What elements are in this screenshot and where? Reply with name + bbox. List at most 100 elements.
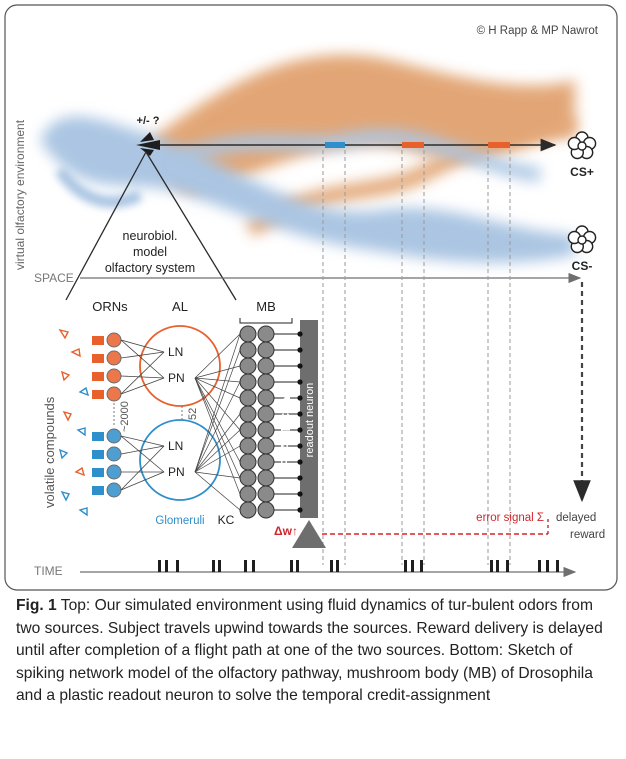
model-label-line-1: neurobiol. [123,229,178,243]
al-label: AL [172,299,188,314]
delayed-reward-label-1: delayed [556,512,596,524]
kc-neuron [257,389,275,407]
kc-neuron [257,485,275,503]
model-label-line-2: model [133,245,167,259]
kc-neuron [239,373,257,391]
cs-plus-flower-icon [567,131,597,160]
kc-neuron [257,373,275,391]
pn-kc-connection [194,471,241,511]
mb-label: MB [256,299,276,314]
readout-neuron-soma [292,520,326,548]
glomerulus-orange [139,325,221,407]
blue-plume-2 [176,129,541,182]
odor-encounter-blue [325,142,345,148]
figure-border [4,4,618,591]
synapse-dot [297,507,303,513]
synapse-dot [297,443,303,449]
kc-neuron [239,357,257,375]
cs-plus-label: CS+ [570,165,594,179]
kc-neuron [257,437,275,455]
synapse-dot [297,427,303,433]
figure-caption: Fig. 1 Top: Our simulated environment us… [16,595,616,708]
kc-neuron [257,453,275,471]
plasticity-label: PLASTICITY [279,393,293,467]
synapse-dot [297,475,303,481]
fly-icon [136,132,160,156]
blue-plume-3 [55,166,143,208]
pn-kc-connection [194,333,241,473]
kc-neuron [257,341,275,359]
kc-neuron [257,501,275,519]
kc-neuron [239,469,257,487]
synapse-dot [297,363,303,369]
kc-neuron [257,421,275,439]
odor-encounter-orange-2 [488,142,510,148]
ln-label-bottom: LN [168,439,183,453]
kc-neuron [239,421,257,439]
kc-neuron [239,341,257,359]
kc-label: KC [218,513,235,527]
synapse-dot [297,347,303,353]
kc-neuron [257,469,275,487]
kc-neuron [239,405,257,423]
delta-w-label: Δw↑ [274,524,298,538]
pn-kc-connection [194,377,241,383]
environment-axis-label: virtual olfactory environment [13,119,27,270]
model-label-line-3: olfactory system [105,261,195,275]
synapse-dot [297,459,303,465]
kc-neuron [239,501,257,519]
blue-plume [40,116,575,263]
cs-minus-flower-icon [567,225,597,254]
pn-kc-connection [194,377,241,495]
pn-kc-connection [194,381,241,473]
mb-bracket [239,318,293,324]
synapse-dot [297,379,303,385]
synapse-dot [297,395,303,401]
kc-neuron [239,389,257,407]
pn-kc-connection [194,445,241,473]
kc-neuron [257,405,275,423]
orn-receptors-orange [92,336,104,399]
kc-neuron [239,325,257,343]
kc-grid [194,325,275,519]
pn-kc-connection [194,413,241,473]
pn-kc-connection [194,333,241,379]
pn-kc-connection [194,377,241,399]
pn-kc-connection [194,377,241,479]
volatile-compounds-label: volatile compounds [42,396,57,508]
orn-count-label: ~2000 [119,401,131,432]
pn-count-label: 52 [187,408,199,420]
space-axis-label: SPACE [34,271,74,285]
cs-minus-label: CS- [572,259,593,273]
pn-kc-connection [194,429,241,473]
odor-plumes [40,54,578,263]
orange-plume-2 [245,119,578,237]
pn-label-bottom: PN [168,465,185,479]
time-axis-label: TIME [34,564,63,578]
model-triangle-left [65,151,147,301]
glomeruli-label: Glomeruli [155,515,204,527]
agent-label: +/- ? [137,115,160,127]
caption-figure-label: Fig. 1 [16,597,57,614]
orns-label: ORNs [92,299,128,314]
time-guides [322,150,511,565]
odor-molecules [58,328,90,517]
synapse-dot [297,331,303,337]
glomerulus-blue [139,419,221,501]
synapse-dot [297,411,303,417]
caption-text: Top: Our simulated environment using flu… [16,597,603,705]
readout-neuron-body [300,320,318,518]
kc-neuron [239,485,257,503]
kc-neuron [239,453,257,471]
orn-to-al-connections [120,339,165,491]
odor-encounter-orange-1 [402,142,424,148]
error-signal-label: error signal Σ [476,512,544,524]
delayed-reward-label-2: reward [570,529,605,541]
kc-neuron [257,325,275,343]
kc-readout-synapses [274,331,303,513]
pn-kc-connection [194,365,241,379]
orn-receptors-blue [92,432,104,495]
kc-neuron [239,437,257,455]
